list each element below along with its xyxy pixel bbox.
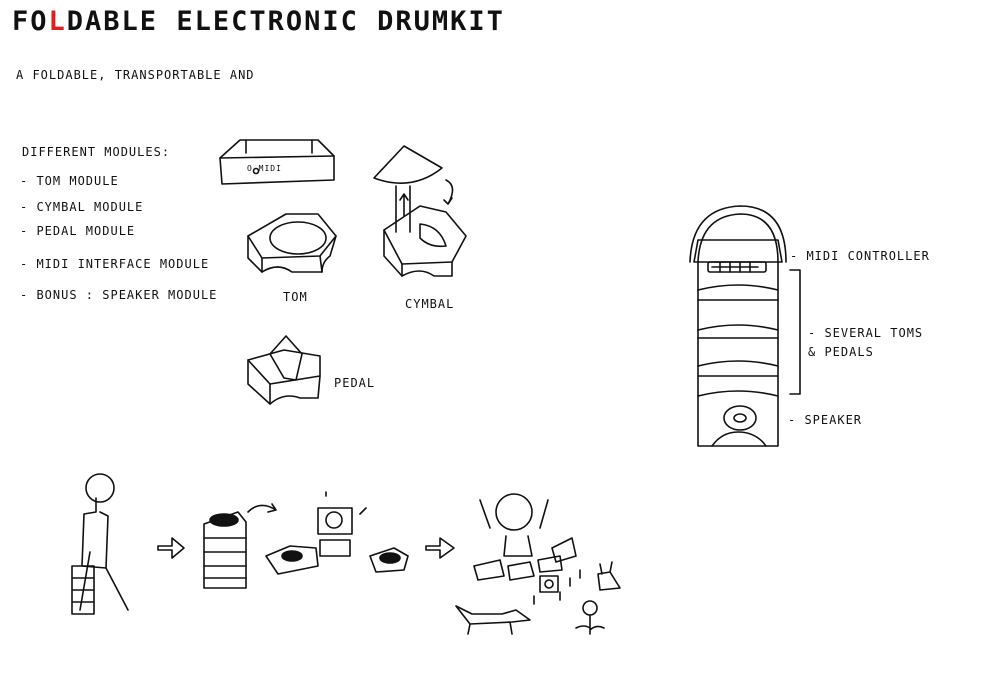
speaker-label: - SPEAKER <box>788 413 863 427</box>
title-red-letter: L <box>48 6 67 37</box>
midi-box-label: O MIDI <box>247 164 282 173</box>
title-part-2: DABLE ELECTRONIC DRUMKIT <box>66 6 505 37</box>
subtitle: A FOLDABLE, TRANSPORTABLE AND <box>16 68 255 82</box>
module-item-speaker: - BONUS : SPEAKER MODULE <box>20 288 218 302</box>
cymbal-label: CYMBAL <box>405 297 455 311</box>
pedal-module-drawing <box>247 335 321 405</box>
deployed-modules-drawing <box>265 491 409 575</box>
modules-heading: DIFFERENT MODULES: <box>22 145 171 159</box>
module-item-cymbal: - CYMBAL MODULE <box>20 200 144 214</box>
module-item-midi: - MIDI INTERFACE MODULE <box>20 257 210 271</box>
toms-pedals-label-1: - SEVERAL TOMS <box>808 326 924 340</box>
title-part-1: FO <box>12 6 49 37</box>
tom-label: TOM <box>283 290 308 304</box>
flow-arrows <box>157 537 455 559</box>
animals-drawing <box>455 561 621 635</box>
drummer-scene-drawing <box>473 493 581 605</box>
pedal-label: PEDAL <box>334 376 376 390</box>
unfolding-stack-drawing <box>203 503 277 589</box>
page-title: FOLDABLE ELECTRONIC DRUMKIT <box>12 6 505 37</box>
walking-person-drawing <box>71 473 129 615</box>
module-item-tom: - TOM MODULE <box>20 174 119 188</box>
tom-module-drawing <box>247 213 337 273</box>
toms-pedals-label-2: & PEDALS <box>808 345 874 359</box>
module-item-pedal: - PEDAL MODULE <box>20 224 136 238</box>
cymbal-module-drawing <box>373 145 467 277</box>
stack-drawing <box>689 205 801 447</box>
midi-module-drawing <box>219 139 335 185</box>
midi-controller-label: - MIDI CONTROLLER <box>790 249 930 263</box>
